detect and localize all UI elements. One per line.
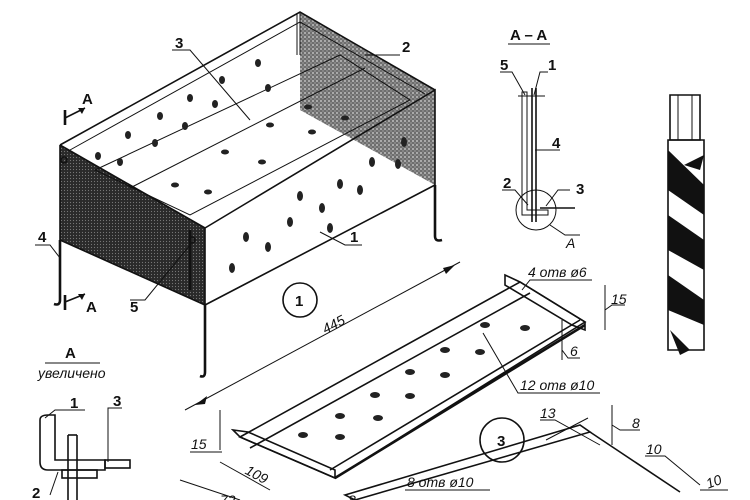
plate-holes (298, 322, 530, 440)
section-mark-bottom: A (63, 293, 97, 316)
detail-a-subtitle: увеличено (37, 365, 106, 381)
dim-15-left: 15 (191, 436, 207, 452)
legs (53, 185, 443, 378)
detail-label-2: 2 (32, 485, 40, 500)
dim-8-bottom: 8 (348, 492, 356, 500)
section-label-4: 4 (552, 135, 561, 152)
dim-holes-large: 12 отв ø10 (520, 377, 594, 393)
dim-holes-small: 4 отв ø6 (528, 264, 587, 280)
dim-13: 13 (540, 405, 556, 421)
section-a-label-top: A (82, 91, 93, 108)
label-grate-3: 3 (175, 35, 183, 52)
drill-bit-icon (667, 94, 705, 355)
dim-8: 8 (632, 415, 640, 431)
view-number-circle-3 (479, 417, 525, 463)
brazier-box: 3 2 1 4 5 A A 1 (35, 11, 443, 378)
section-label-2: 2 (503, 175, 511, 192)
dim-72: 72 (220, 492, 236, 500)
bolt (60, 156, 68, 164)
section-label-1: 1 (548, 57, 556, 74)
bolt-5 (188, 236, 196, 244)
dim-10b: 10 (704, 471, 724, 491)
dim-6: 6 (570, 343, 578, 359)
dim-holes-3: 8 отв ø10 (407, 474, 474, 490)
section-aa-title: A – A (510, 27, 547, 44)
dim-10a: 10 (646, 441, 662, 457)
part-1-plate: 445 4 отв ø6 15 6 12 отв ø10 15 109 72 (179, 261, 627, 500)
detail-a: A увеличено 1 3 2 (32, 345, 131, 500)
left-side-panel (60, 145, 205, 305)
section-mark-top: A (63, 91, 93, 125)
dim-109: 109 (243, 462, 271, 487)
label-bolt-5: 5 (130, 299, 138, 316)
panel-holes (229, 137, 407, 273)
grate-holes (95, 59, 349, 195)
detail-label-3: 3 (113, 393, 121, 410)
label-panel-1: 1 (350, 229, 358, 246)
view-number-1: 1 (295, 293, 303, 310)
dim-15-right: 15 (611, 291, 627, 307)
dim-445: 445 (319, 312, 347, 337)
view-number-3: 3 (497, 433, 505, 450)
section-label-3: 3 (576, 181, 584, 198)
section-aa: A – A 5 1 4 2 3 A (500, 27, 584, 251)
label-leg-4: 4 (38, 229, 47, 246)
detail-label-1: 1 (70, 395, 78, 412)
section-label-a: A (565, 235, 575, 251)
view-number-circle-1 (282, 282, 318, 318)
grate-3 (93, 54, 411, 216)
part-3-grate: 3 13 8 10 10 8 отв ø10 8 (342, 405, 728, 500)
section-label-5: 5 (500, 57, 508, 74)
section-a-label-bottom: A (86, 299, 97, 316)
detail-a-title: A (65, 345, 76, 362)
label-panel-2: 2 (402, 39, 410, 56)
